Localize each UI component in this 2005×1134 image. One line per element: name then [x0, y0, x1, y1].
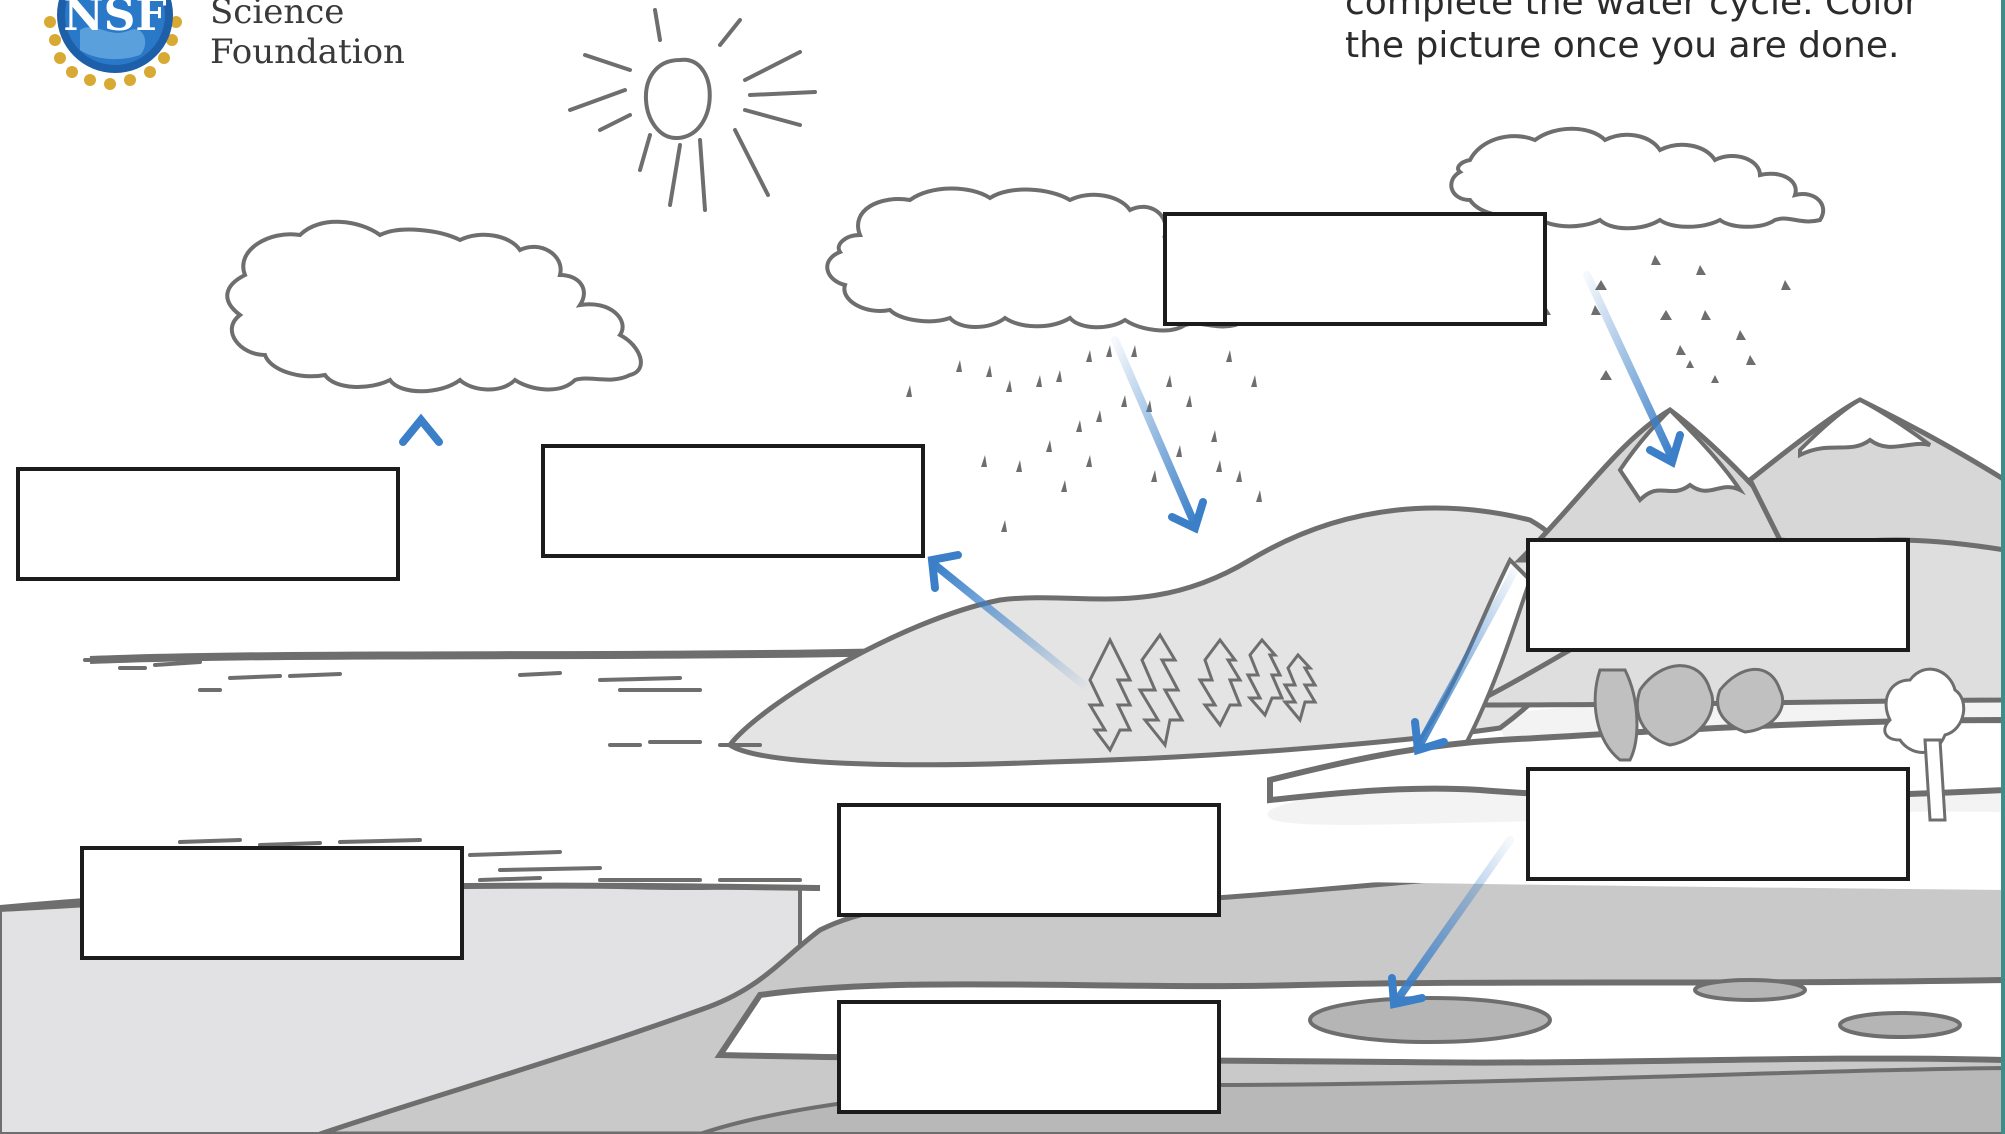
- answer-box-lower-left[interactable]: [80, 846, 464, 960]
- answer-box-upper-left[interactable]: [16, 467, 400, 581]
- cloud-left: [227, 222, 641, 391]
- pond-small-mid: [1695, 980, 1805, 1000]
- page-edge-border: [2001, 0, 2005, 1134]
- nsf-emblem-text: NSF: [63, 0, 166, 41]
- answer-box-lower-center[interactable]: [837, 803, 1221, 917]
- logo-line-foundation: Foundation: [210, 32, 405, 72]
- answer-box-bottom-center[interactable]: [837, 1000, 1221, 1114]
- snowflakes: [1541, 255, 1791, 383]
- pond-small-right: [1840, 1013, 1960, 1037]
- answer-box-upper-center-left[interactable]: [541, 444, 925, 558]
- instructions-line-2: the picture once you are done.: [1345, 21, 1965, 71]
- answer-box-mid-right[interactable]: [1526, 538, 1910, 652]
- sun: [570, 10, 815, 210]
- logo-line-science: Science: [210, 0, 344, 32]
- rain-drops: [906, 345, 1262, 532]
- arrow-precipitation: [1115, 340, 1203, 528]
- answer-box-lower-right[interactable]: [1526, 767, 1910, 881]
- pond: [1310, 998, 1550, 1042]
- answer-box-top-center[interactable]: [1163, 212, 1547, 326]
- nsf-logo-emblem: NSF: [44, 0, 182, 90]
- arrow-evaporation: [403, 420, 439, 630]
